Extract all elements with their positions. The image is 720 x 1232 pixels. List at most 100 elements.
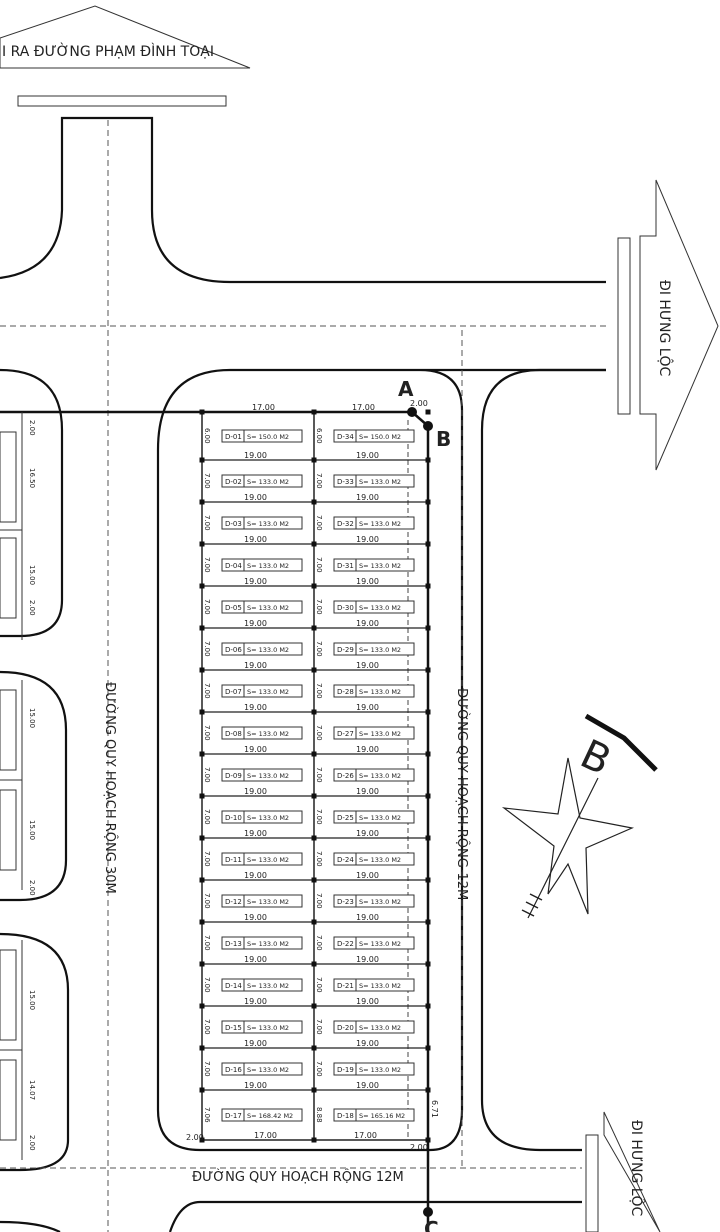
lot-depth: 7.00 xyxy=(203,809,211,825)
lot-depth: 6.00 xyxy=(203,428,211,444)
lot-depth: 8.88 xyxy=(315,1107,323,1123)
left-block-dim: 15.00 xyxy=(28,820,36,840)
road-12m-vertical-label: ĐƯỜNG QUY HOẠCH RỘNG-12M xyxy=(454,688,470,900)
lot-depth: 7.00 xyxy=(315,767,323,783)
point-c-label: C xyxy=(424,1217,439,1232)
survey-marker xyxy=(311,541,317,547)
lot-depth: 7.00 xyxy=(203,1061,211,1077)
lot-id: D-27 xyxy=(337,730,354,738)
lot-label-box xyxy=(333,1108,415,1122)
lot-id: D-10 xyxy=(225,814,242,822)
lot-id: D-34 xyxy=(337,433,354,441)
survey-marker xyxy=(425,409,431,415)
lot-label-box xyxy=(333,429,415,443)
lot-area: S= 168.42 M2 xyxy=(247,1112,293,1120)
survey-marker xyxy=(199,583,205,589)
left-block-dim: 16.50 xyxy=(28,468,36,488)
lot-id: D-17 xyxy=(225,1112,242,1120)
right-arrow-top-label: ĐI HƯNG LỘC xyxy=(656,280,674,377)
lot-id: D-33 xyxy=(337,478,354,486)
lot-area: S= 133.0 M2 xyxy=(247,772,289,780)
lot-label-box xyxy=(333,936,415,950)
lot-area: S= 133.0 M2 xyxy=(247,562,289,570)
right-direction-arrow-bottom: ĐI HƯNG LỘC xyxy=(585,1111,661,1232)
lot-label-box xyxy=(221,726,303,740)
lot-area: S= 133.0 M2 xyxy=(359,772,401,780)
survey-marker xyxy=(311,1045,317,1051)
lot-id: D-02 xyxy=(225,478,242,486)
lot-id: D-11 xyxy=(225,856,242,864)
lot-id: D-12 xyxy=(225,898,242,906)
left-block-dim: 15.00 xyxy=(28,565,36,585)
lot-label-box xyxy=(221,429,303,443)
survey-marker xyxy=(311,1137,317,1143)
bottom-width-right: 17.00 xyxy=(354,1131,377,1140)
lot-length: 19.00 xyxy=(244,997,267,1006)
lot-area: S= 133.0 M2 xyxy=(359,940,401,948)
survey-marker xyxy=(199,919,205,925)
lot-depth: 7.00 xyxy=(203,683,211,699)
survey-marker xyxy=(311,457,317,463)
lot-id: D-07 xyxy=(225,688,242,696)
left-block-dim: 2.00 xyxy=(28,880,36,896)
lot-label-box xyxy=(333,516,415,530)
lot-length: 19.00 xyxy=(356,871,379,880)
right-arrow-bottom-label: ĐI HƯNG LỘC xyxy=(628,1120,646,1217)
lot-length: 19.00 xyxy=(244,1081,267,1090)
lot-id: D-30 xyxy=(337,604,354,612)
survey-marker xyxy=(311,499,317,505)
lot-length: 19.00 xyxy=(244,745,267,754)
lot-label-box xyxy=(333,810,415,824)
survey-marker xyxy=(425,541,431,547)
survey-marker xyxy=(425,1087,431,1093)
survey-marker xyxy=(425,751,431,757)
left-block-dim: 15.00 xyxy=(28,708,36,728)
left-block-dim: 14.07 xyxy=(28,1080,36,1100)
lot-area: S= 133.0 M2 xyxy=(359,688,401,696)
survey-marker xyxy=(311,1087,317,1093)
lot-label-box xyxy=(221,936,303,950)
lot-id: D-32 xyxy=(337,520,354,528)
lot-area: S= 133.0 M2 xyxy=(247,730,289,738)
lot-depth: 7.00 xyxy=(315,851,323,867)
lot-id: D-06 xyxy=(225,646,242,654)
lot-length: 19.00 xyxy=(244,787,267,796)
survey-marker xyxy=(311,919,317,925)
lot-area: S= 133.0 M2 xyxy=(247,940,289,948)
lot-length: 19.00 xyxy=(244,619,267,628)
lot-label-box xyxy=(333,768,415,782)
north-compass-icon: B xyxy=(501,713,658,919)
lot-depth: 7.00 xyxy=(315,725,323,741)
lot-depth: 7.00 xyxy=(203,515,211,531)
lot-area: S= 133.0 M2 xyxy=(359,520,401,528)
survey-marker xyxy=(311,835,317,841)
compass-letter: B xyxy=(573,731,617,784)
lot-depth: 7.00 xyxy=(315,893,323,909)
right-direction-arrow-top: ĐI HƯNG LỘC xyxy=(617,179,719,471)
lot-label-box xyxy=(221,1020,303,1034)
lot-area: S= 133.0 M2 xyxy=(359,982,401,990)
lot-area: S= 133.0 M2 xyxy=(247,1024,289,1032)
survey-marker xyxy=(199,541,205,547)
point-b-marker xyxy=(423,421,433,431)
lot-length: 19.00 xyxy=(356,787,379,796)
lot-length: 19.00 xyxy=(244,1039,267,1048)
lot-depth: 7.00 xyxy=(203,767,211,783)
lot-id: D-31 xyxy=(337,562,354,570)
survey-marker xyxy=(311,625,317,631)
lot-depth: 7.00 xyxy=(203,473,211,489)
bottom-width-left: 17.00 xyxy=(254,1131,277,1140)
survey-marker xyxy=(311,751,317,757)
lot-area: S= 133.0 M2 xyxy=(359,856,401,864)
lot-id: D-26 xyxy=(337,772,354,780)
survey-marker xyxy=(199,835,205,841)
lot-length: 19.00 xyxy=(356,745,379,754)
lot-label-box xyxy=(221,1062,303,1076)
lot-depth: 7.00 xyxy=(203,977,211,993)
lot-area: S= 150.0 M2 xyxy=(247,433,289,441)
point-c-marker xyxy=(423,1207,433,1217)
lot-depth: 7.00 xyxy=(203,851,211,867)
lot-length: 19.00 xyxy=(356,703,379,712)
survey-marker xyxy=(425,499,431,505)
